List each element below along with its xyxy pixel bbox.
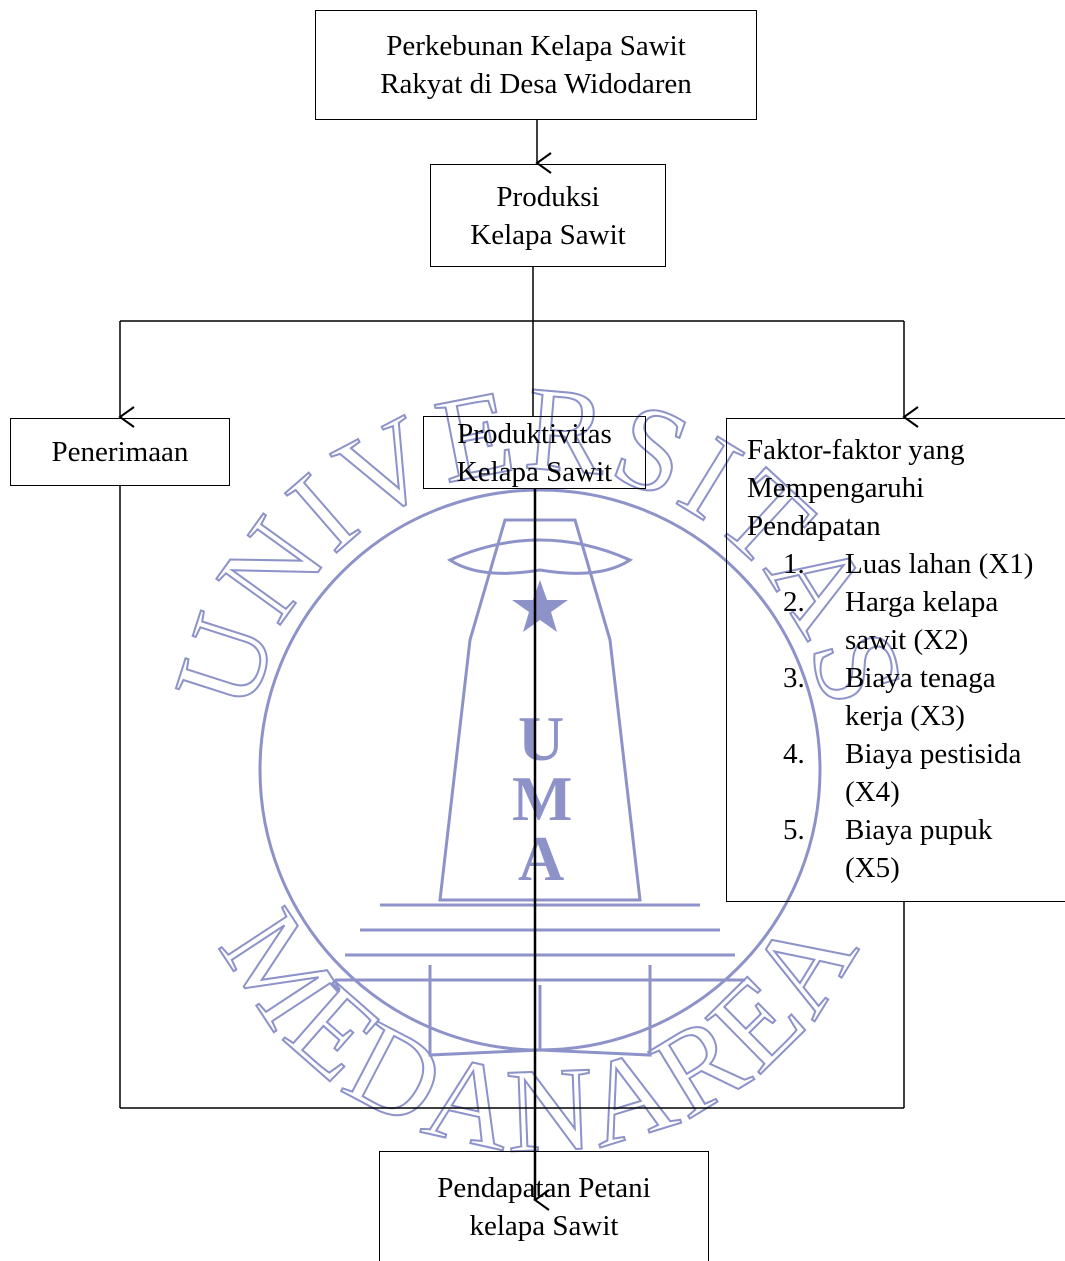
production-line-2: Kelapa Sawit (470, 218, 626, 251)
factor-label: Biaya pupuk (845, 814, 993, 846)
productivity-line-2: Kelapa Sawit (456, 455, 613, 488)
watermark-letter-u: U (518, 703, 564, 774)
factor-item-pupuk: 5. Biaya pupuk (X5) (747, 811, 1065, 887)
factor-label: Harga kelapa (845, 586, 999, 618)
factor-label-cont: sawit (X2) (845, 624, 969, 656)
factors-heading-3: Pendapatan (747, 510, 881, 542)
factors-heading-2: Mempengaruhi (747, 472, 925, 504)
productivity-box: Produktivitas Kelapa Sawit (423, 416, 646, 489)
factor-number: 2. (783, 586, 805, 618)
factors-list: 1. Luas lahan (X1) 2. Harga kelapa sawit… (747, 545, 1065, 887)
factor-label: Biaya tenaga (845, 662, 996, 694)
factor-number: 1. (783, 548, 805, 580)
factors-box: Faktor-faktor yang Mempengaruhi Pendapat… (726, 418, 1065, 902)
factor-label-cont: kerja (X3) (845, 700, 965, 732)
root-box: Perkebunan Kelapa Sawit Rakyat di Desa W… (315, 10, 757, 120)
factors-heading-1: Faktor-faktor yang (747, 434, 965, 466)
productivity-line-1: Produktivitas (457, 417, 612, 450)
root-line-2: Rakyat di Desa Widodaren (380, 68, 692, 100)
income-box: Pendapatan Petani kelapa Sawit (379, 1151, 709, 1261)
star-icon (512, 580, 568, 632)
factor-label-cont: (X5) (845, 852, 900, 884)
factor-label-cont: (X4) (845, 776, 900, 808)
revenue-label: Penerimaan (51, 436, 189, 468)
factor-item-harga: 2. Harga kelapa sawit (X2) (747, 583, 1065, 659)
factor-item-tenaga-kerja: 3. Biaya tenaga kerja (X3) (747, 659, 1065, 735)
factor-item-pestisida: 4. Biaya pestisida (X4) (747, 735, 1065, 811)
income-line-2: kelapa Sawit (469, 1209, 619, 1242)
production-line-1: Produksi (496, 180, 600, 213)
factor-number: 5. (783, 814, 805, 846)
root-line-1: Perkebunan Kelapa Sawit (386, 30, 686, 62)
production-box: Produksi Kelapa Sawit (430, 164, 666, 267)
watermark-letter-a: A (518, 823, 564, 894)
revenue-box: Penerimaan (10, 418, 230, 486)
factor-item-luas-lahan: 1. Luas lahan (X1) (747, 545, 1065, 583)
factor-label: Luas lahan (X1) (845, 548, 1034, 580)
factor-number: 4. (783, 738, 805, 770)
factor-number: 3. (783, 662, 805, 694)
watermark-letter-m: M (512, 763, 572, 834)
factor-label: Biaya pestisida (845, 738, 1022, 770)
income-line-1: Pendapatan Petani (437, 1171, 651, 1204)
